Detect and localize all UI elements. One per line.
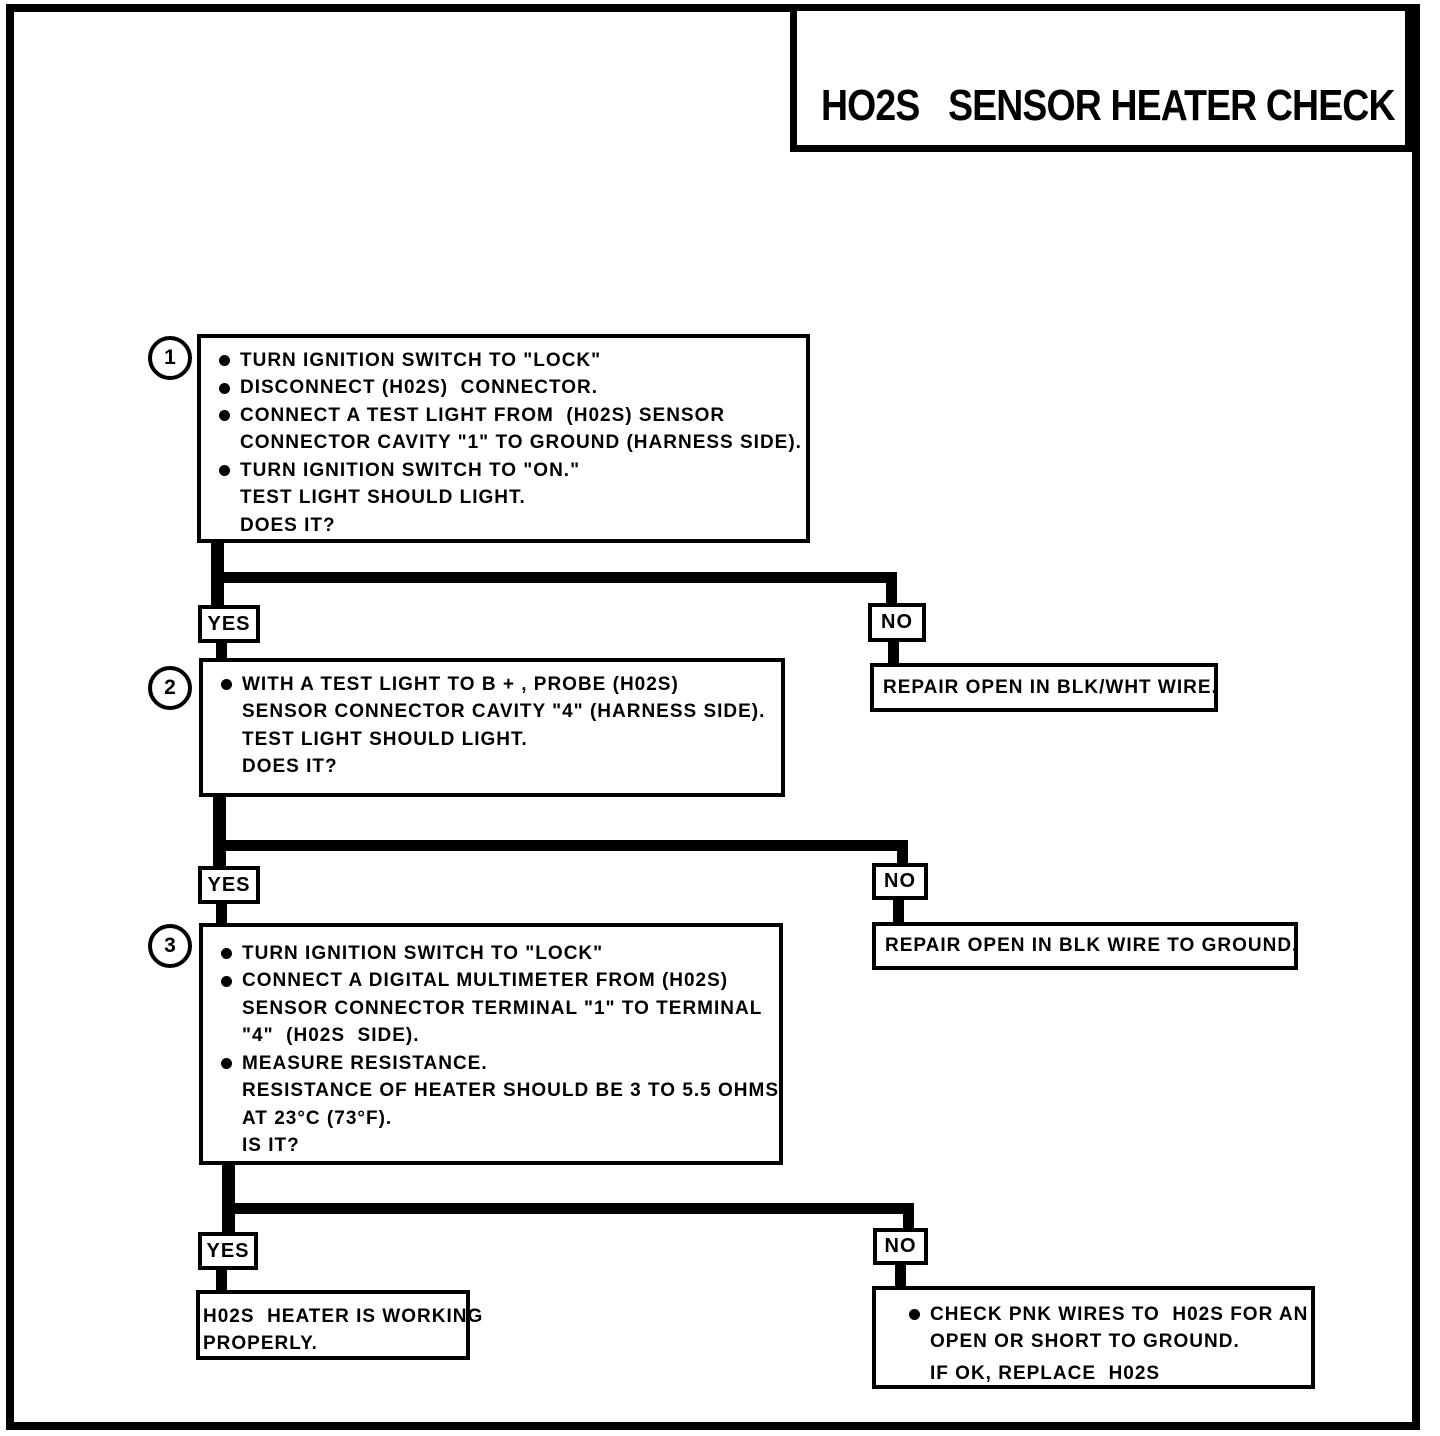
- step-1-number-badge: 1: [148, 336, 192, 380]
- no-label-box-1: NO: [868, 603, 926, 642]
- step-3-box: TURN IGNITION SWITCH TO "LOCK" CONNECT A…: [199, 923, 783, 1165]
- step-line: WITH A TEST LIGHT TO B + , PROBE (H02S): [211, 671, 781, 699]
- connector-line: [888, 642, 899, 664]
- title-box: HO2S SENSOR HEATER CHECK: [790, 4, 1412, 152]
- result-line: H02S HEATER IS WORKING: [203, 1305, 484, 1327]
- step-line: TURN IGNITION SWITCH TO "LOCK": [211, 940, 779, 968]
- step-line: RESISTANCE OF HEATER SHOULD BE 3 TO 5.5 …: [242, 1080, 780, 1102]
- bullet-icon: [211, 975, 242, 987]
- connector-line: [216, 904, 227, 923]
- step-line: TEST LIGHT SHOULD LIGHT.: [242, 728, 528, 750]
- yes-label-box-1: YES: [198, 605, 260, 643]
- connector-line: [216, 1270, 227, 1290]
- step-line: CONNECTOR CAVITY "1" TO GROUND (HARNESS …: [240, 432, 802, 454]
- result-box-no-final: CHECK PNK WIRES TO H02S FOR AN OPEN OR S…: [872, 1286, 1315, 1389]
- connector-line: [213, 840, 908, 851]
- step-1-box: TURN IGNITION SWITCH TO "LOCK" DISCONNEC…: [197, 334, 810, 543]
- step-line: TURN IGNITION SWITCH TO "LOCK": [209, 347, 806, 375]
- result-line: IF OK, REPLACE H02S: [930, 1362, 1161, 1384]
- step-2-box: WITH A TEST LIGHT TO B + , PROBE (H02S) …: [199, 658, 785, 797]
- yes-label-box-3: YES: [198, 1232, 258, 1270]
- bullet-icon: [209, 410, 240, 422]
- step-line: TURN IGNITION SWITCH TO "ON.": [209, 457, 806, 485]
- page-border: [6, 4, 1420, 1430]
- result-box-no-1: REPAIR OPEN IN BLK/WHT WIRE.: [870, 663, 1218, 712]
- step-line: TEST LIGHT SHOULD LIGHT.: [240, 487, 526, 509]
- bullet-icon: [211, 948, 242, 960]
- bullet-icon: [209, 355, 240, 367]
- step-line: SENSOR CONNECTOR TERMINAL "1" TO TERMINA…: [242, 997, 763, 1019]
- step-line: CONNECT A DIGITAL MULTIMETER FROM (H02S): [211, 968, 779, 996]
- no-label-box-3: NO: [873, 1228, 928, 1265]
- result-line: CHECK PNK WIRES TO H02S FOR AN: [899, 1301, 1311, 1329]
- result-line: PROPERLY.: [203, 1333, 318, 1355]
- step-number: 2: [164, 676, 176, 699]
- bullet-icon: [899, 1309, 930, 1321]
- step-line: IS IT?: [242, 1135, 300, 1157]
- page-title: HO2S SENSOR HEATER CHECK: [821, 81, 1395, 130]
- step-line: DOES IT?: [240, 514, 336, 536]
- step-line: DOES IT?: [242, 756, 338, 778]
- bullet-icon: [211, 1058, 242, 1070]
- connector-line: [216, 643, 227, 659]
- connector-line: [897, 840, 908, 866]
- connector-line: [213, 797, 226, 866]
- result-box-no-2: REPAIR OPEN IN BLK WIRE TO GROUND.: [872, 922, 1298, 970]
- step-line: SENSOR CONNECTOR CAVITY "4" (HARNESS SID…: [242, 701, 766, 723]
- connector-line: [211, 572, 897, 583]
- step-2-number-badge: 2: [148, 666, 192, 710]
- result-line: OPEN OR SHORT TO GROUND.: [930, 1331, 1240, 1353]
- result-box-yes-final: H02S HEATER IS WORKING PROPERLY.: [196, 1290, 484, 1360]
- step-number: 3: [164, 934, 176, 957]
- connector-line: [895, 1265, 906, 1286]
- step-number: 1: [164, 346, 176, 369]
- step-3-number-badge: 3: [148, 924, 192, 968]
- yes-label-box-2: YES: [198, 866, 260, 904]
- step-line: CONNECT A TEST LIGHT FROM (H02S) SENSOR: [209, 402, 806, 430]
- connector-line: [222, 1165, 235, 1232]
- connector-line: [893, 900, 904, 922]
- step-line: AT 23°C (73°F).: [242, 1107, 393, 1129]
- connector-line: [886, 572, 897, 605]
- step-line: MEASURE RESISTANCE.: [211, 1050, 779, 1078]
- no-label-box-2: NO: [872, 863, 928, 900]
- bullet-icon: [211, 679, 242, 691]
- step-line: DISCONNECT (H02S) CONNECTOR.: [209, 375, 806, 403]
- step-line: "4" (H02S SIDE).: [242, 1025, 420, 1047]
- connector-line: [222, 1203, 914, 1214]
- bullet-icon: [209, 382, 240, 394]
- connector-line: [903, 1203, 914, 1231]
- bullet-icon: [209, 465, 240, 477]
